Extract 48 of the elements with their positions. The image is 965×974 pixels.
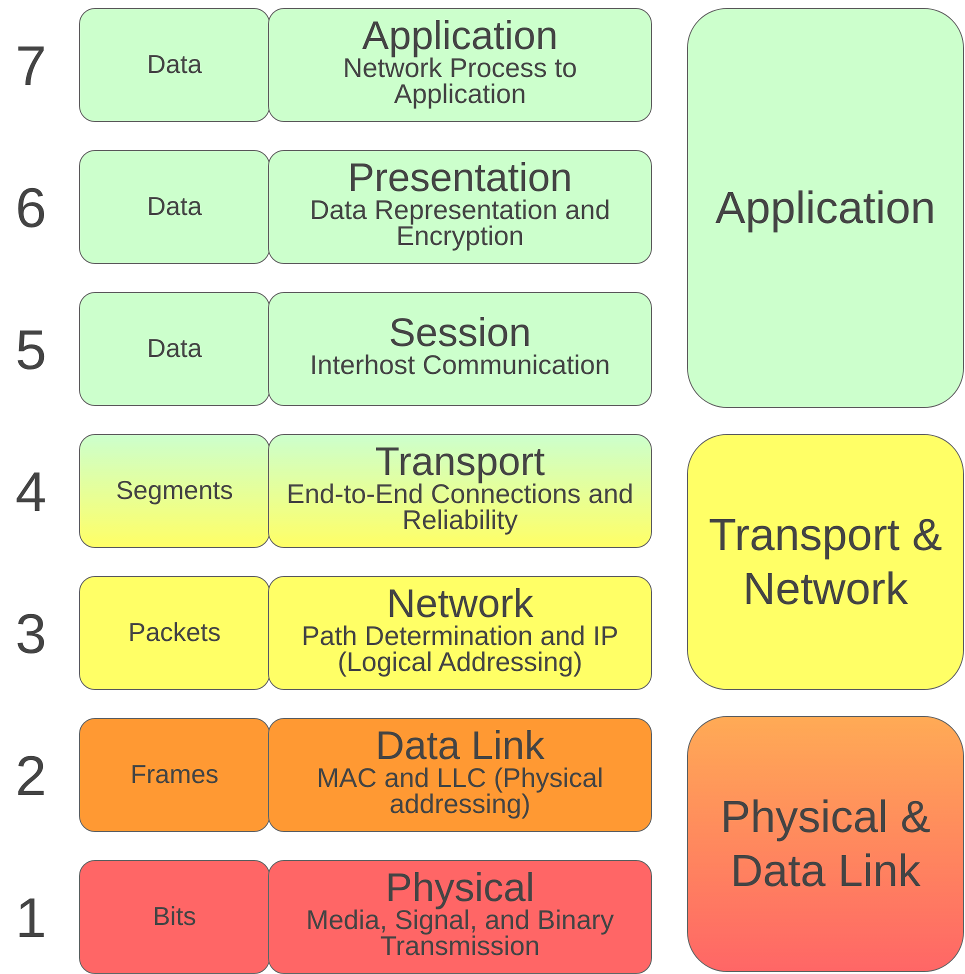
data-unit-box [79,576,270,690]
data-unit-box [79,292,270,406]
layer-description: Data Representation and Encryption [308,198,612,250]
data-unit-box [79,434,270,548]
layer-description: Interhost Communication [308,353,612,379]
data-unit-box [79,860,270,974]
group-title: Physical & Data Link [719,790,932,898]
group-title: Transport & Network [708,508,944,616]
layer-number: 3 [14,601,48,666]
data-unit-label: Bits [152,901,198,933]
layer-number: 5 [14,317,48,382]
data-unit-label: Frames [129,759,220,791]
data-unit-box [79,150,270,264]
layer-number: 1 [14,885,48,950]
layer-number: 4 [14,459,48,524]
layer-group-box [687,716,964,972]
layer-title: Session [388,313,532,354]
layer-title: Data Link [376,726,544,766]
osi-layer-box [268,434,652,548]
data-unit-box [79,8,270,122]
layer-title: Transport [375,442,545,482]
osi-layer-box [268,576,652,690]
data-unit-label: Data [146,191,203,223]
layer-description: MAC and LLC (Physical addressing) [316,766,604,818]
layer-title: Presentation [348,158,572,198]
osi-layer-box [268,718,652,832]
layer-description: Network Process to Application [342,56,578,108]
layer-number: 6 [14,175,48,240]
layer-group-box [687,8,964,408]
group-title: Application [714,181,937,235]
layer-description: Path Determination and IP (Logical Addressing) [300,624,620,676]
data-unit-box [79,718,270,832]
data-unit-label: Data [146,49,203,81]
osi-layer-box [268,292,652,406]
layer-title: Application [362,16,559,56]
layer-description: End-to-End Connections and Reliability [286,482,634,534]
osi-layer-box [268,860,652,974]
layer-title: Physical [385,868,536,908]
layer-number: 2 [14,743,48,808]
data-unit-label: Data [146,333,203,365]
osi-layer-box [268,150,652,264]
data-unit-label: Segments [114,475,234,507]
layer-number: 7 [14,33,48,98]
layer-group-box [687,434,964,690]
data-unit-label: Packets [127,617,222,649]
layer-title: Network [386,584,534,624]
osi-layer-box [268,8,652,122]
layer-description: Media, Signal, and Binary Transmission [305,908,615,960]
